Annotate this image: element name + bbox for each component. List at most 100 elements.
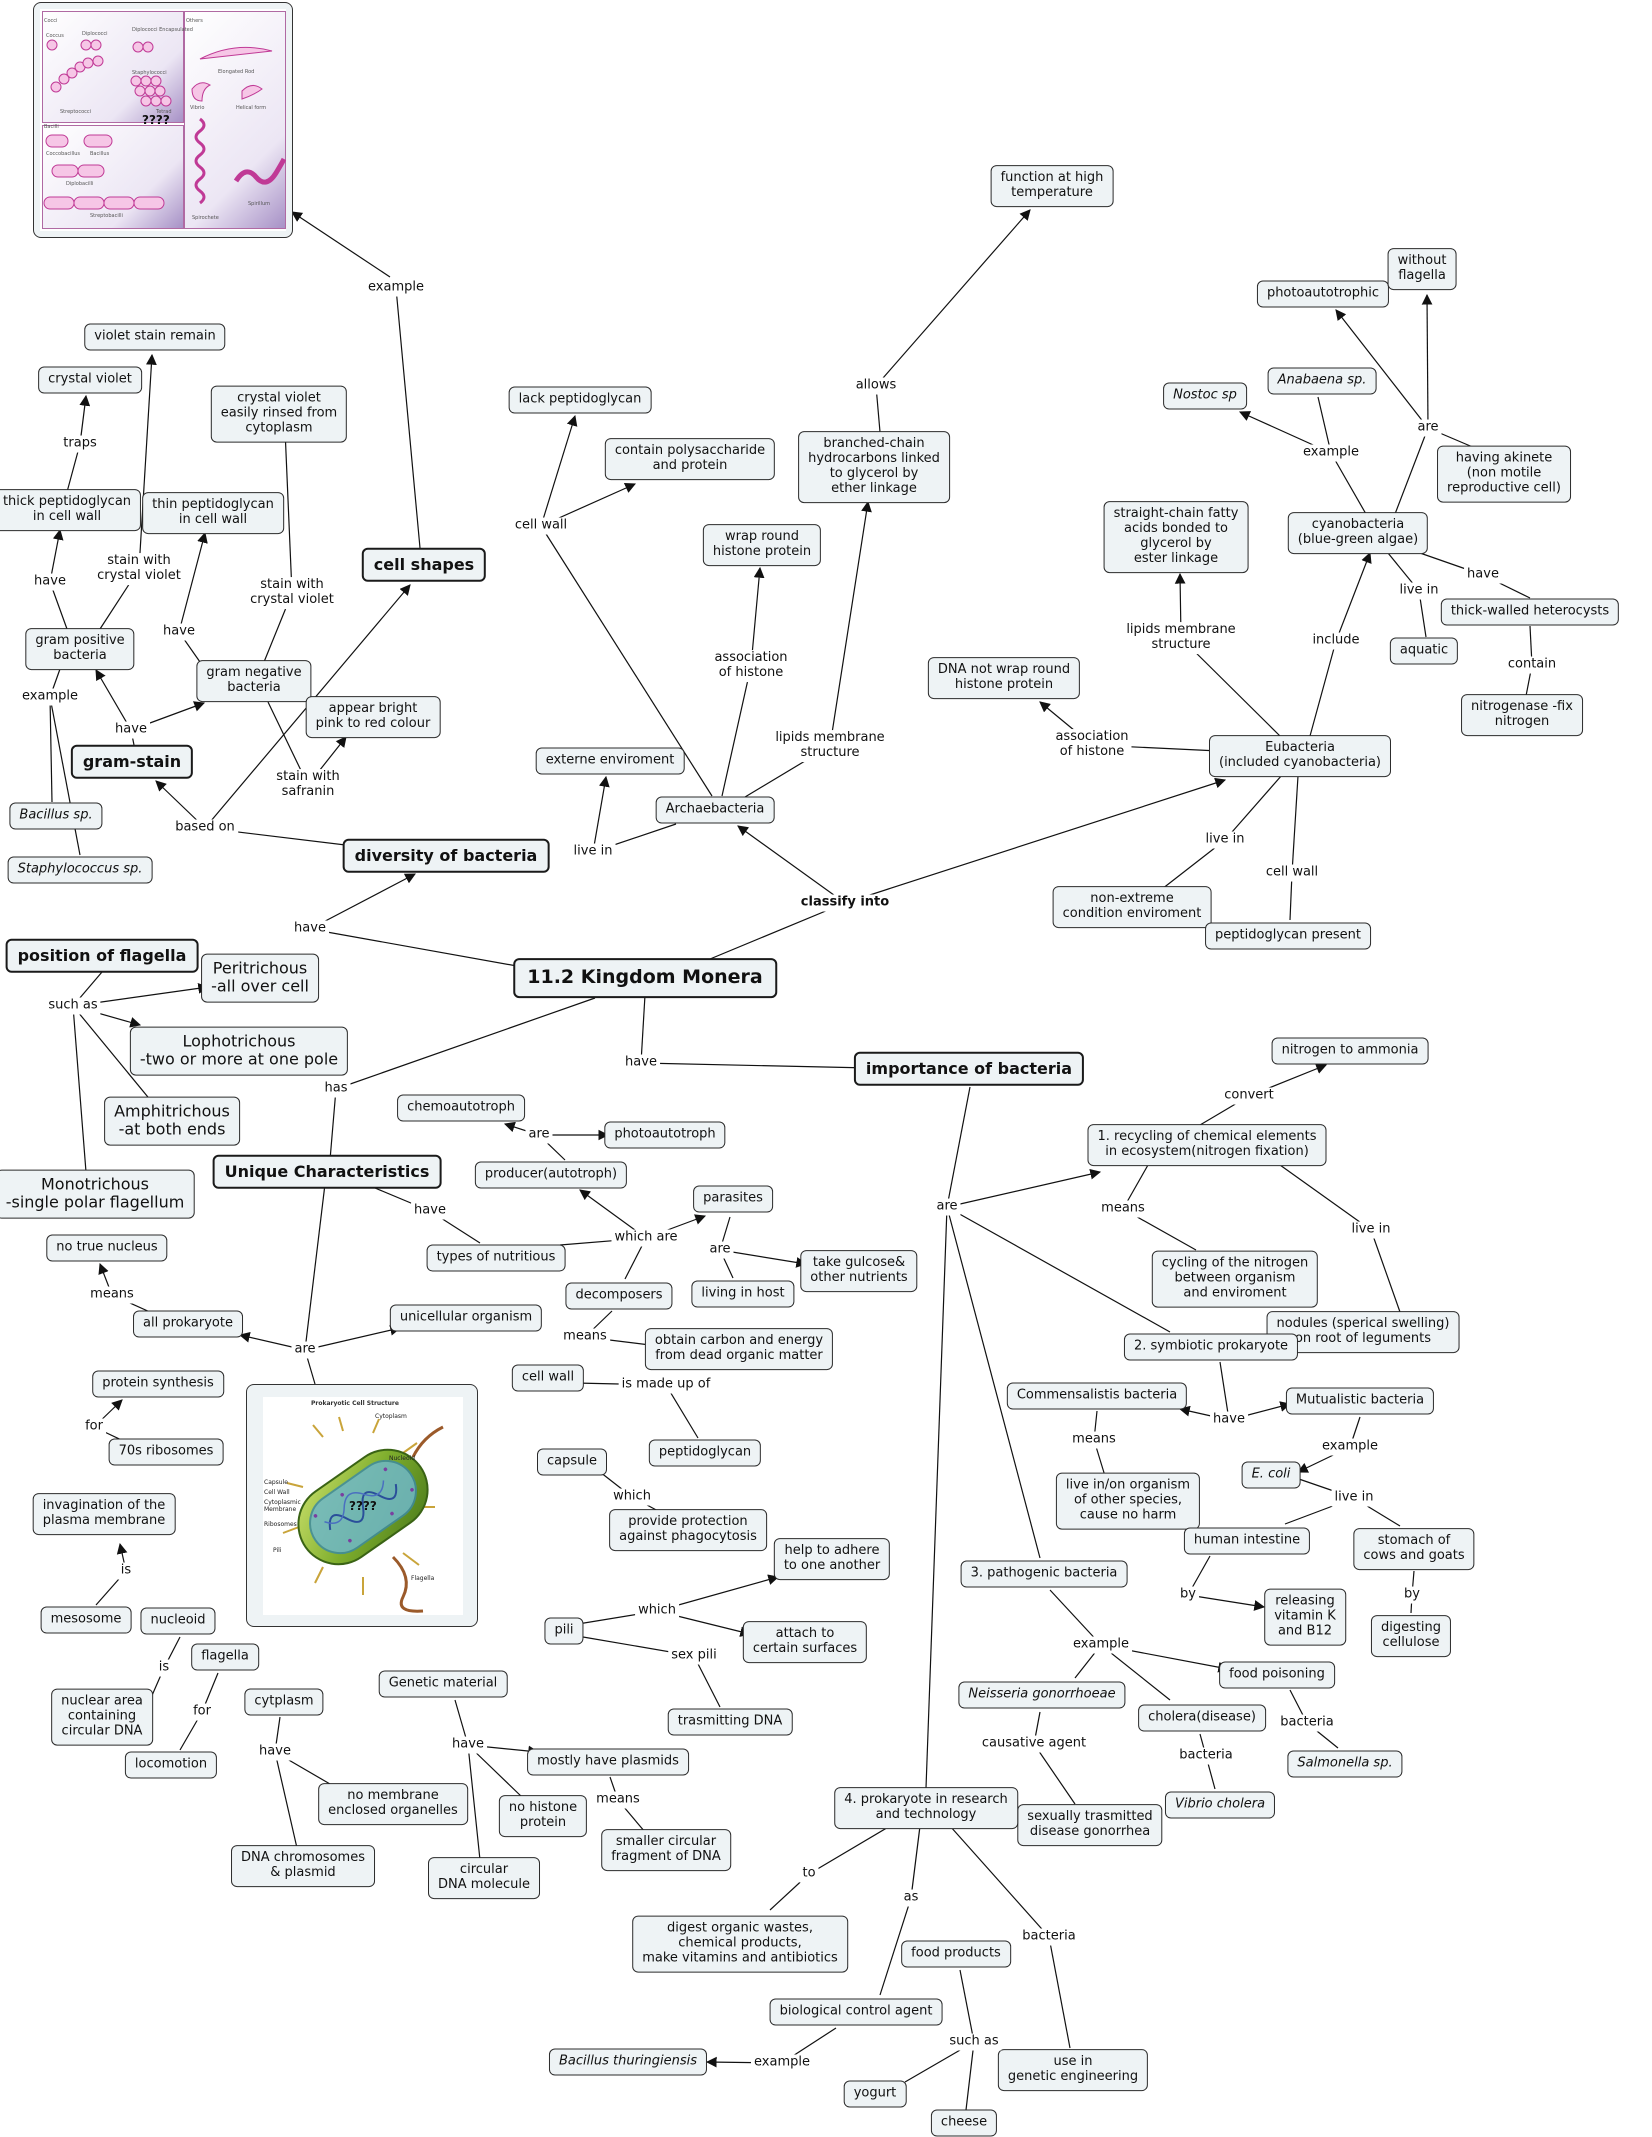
node-protection[interactable]: provide protection against phagocytosis [609,1509,767,1551]
node-dna-chrom[interactable]: DNA chromosomes & plasmid [231,1845,375,1887]
node-circular-dna[interactable]: circular DNA molecule [428,1857,540,1899]
node-anabaena[interactable]: Anabaena sp. [1267,367,1377,395]
node-bio-control[interactable]: biological control agent [769,1998,943,2026]
node-cell-shapes[interactable]: cell shapes [361,547,487,583]
node-pili[interactable]: pili [544,1617,584,1645]
node-wrap-histone[interactable]: wrap round histone protein [702,524,822,566]
node-vitamin[interactable]: releasing vitamin K and B12 [1264,1588,1346,1646]
node-gram-stain[interactable]: gram-stain [70,744,194,780]
node-nitrogen-ammonia[interactable]: nitrogen to ammonia [1271,1037,1429,1065]
node-heterocysts[interactable]: thick-walled heterocysts [1440,598,1620,626]
node-vibrio[interactable]: Vibrio cholera [1164,1791,1276,1819]
node-take-glucose[interactable]: take gulcose& other nutrients [800,1250,918,1292]
node-cell-wall[interactable]: cell wall [511,1364,585,1392]
node-salmonella[interactable]: Salmonella sp. [1287,1750,1403,1778]
node-pg-present[interactable]: peptidoglycan present [1205,922,1371,950]
node-ribosomes[interactable]: 70s ribosomes [108,1438,224,1466]
node-pink-red[interactable]: appear bright pink to red colour [305,696,441,738]
node-thin-pg[interactable]: thin peptidoglycan in cell wall [142,492,284,534]
node-capsule[interactable]: capsule [537,1448,607,1476]
node-digesting[interactable]: digesting cellulose [1370,1615,1452,1657]
node-protein-synthesis[interactable]: protein synthesis [92,1370,224,1398]
node-peritrichous[interactable]: Peritrichous -all over cell [201,953,319,1003]
node-nostoc[interactable]: Nostoc sp [1163,382,1247,410]
node-no-nucleus[interactable]: no true nucleus [46,1234,168,1262]
node-photoautotroph[interactable]: photoautotroph [604,1121,726,1149]
node-high-temp[interactable]: function at high temperature [990,165,1114,207]
node-thick-pg[interactable]: thick peptidoglycan in cell wall [0,489,142,531]
node-commensalistic[interactable]: Commensalistis bacteria [1006,1382,1188,1410]
node-photoautotrophic[interactable]: photoautotrophic [1256,280,1390,308]
node-food-products[interactable]: food products [901,1940,1011,1968]
node-cycling[interactable]: cycling of the nitrogen between organism… [1151,1250,1319,1308]
node-symbiotic[interactable]: 2. symbiotic prokaryote [1123,1333,1299,1361]
node-bacillus-sp[interactable]: Bacillus sp. [9,802,103,830]
node-decomposers[interactable]: decomposers [565,1282,673,1310]
node-mesosome[interactable]: mesosome [40,1606,132,1634]
node-parasites[interactable]: parasites [693,1185,773,1213]
node-lophotrichous[interactable]: Lophotrichous -two or more at one pole [129,1026,349,1076]
node-stomach[interactable]: stomach of cows and goats [1353,1528,1475,1570]
node-all-prokaryote[interactable]: all prokaryote [133,1310,243,1338]
node-position-flagella[interactable]: position of flagella [5,938,199,974]
node-pathogenic[interactable]: 3. pathogenic bacteria [960,1560,1128,1588]
node-types-nutrition[interactable]: types of nutritious [426,1244,566,1272]
node-genetic[interactable]: Genetic material [378,1670,508,1698]
node-gram-pos[interactable]: gram positive bacteria [25,628,135,670]
node-locomotion[interactable]: locomotion [124,1751,218,1779]
node-aquatic[interactable]: aquatic [1389,637,1459,665]
node-crystal-violet[interactable]: crystal violet [38,366,142,394]
node-cyanobacteria[interactable]: cyanobacteria (blue-green algae) [1287,512,1429,554]
node-food-poisoning[interactable]: food poisoning [1219,1661,1335,1689]
node-without-flagella[interactable]: without flagella [1387,248,1457,290]
node-nodules[interactable]: nodules (sperical swelling) on root of l… [1266,1311,1460,1353]
node-diversity[interactable]: diversity of bacteria [342,838,550,874]
node-violet-remain[interactable]: violet stain remain [84,323,226,351]
node-unicellular[interactable]: unicellular organism [389,1304,543,1332]
node-live-inon[interactable]: live in/on organism of other species, ca… [1055,1472,1201,1530]
node-unique[interactable]: Unique Characteristics [212,1154,442,1190]
node-plasmids[interactable]: mostly have plasmids [527,1748,689,1776]
node-producer[interactable]: producer(autotroph) [474,1161,628,1189]
node-extreme-env[interactable]: externe enviroment [535,747,685,775]
node-branched-chain[interactable]: branched-chain hydrocarbons linked to gl… [798,431,950,503]
node-amphitrichous[interactable]: Amphitrichous -at both ends [104,1096,240,1146]
node-nuclear-area[interactable]: nuclear area containing circular DNA [51,1688,153,1746]
node-flagella[interactable]: flagella [191,1643,259,1671]
node-monotrichous[interactable]: Monotrichous -single polar flagellum [0,1169,195,1219]
node-research[interactable]: 4. prokaryote in research and technology [834,1787,1018,1829]
node-obtain-carbon[interactable]: obtain carbon and energy from dead organ… [644,1328,834,1370]
node-archaebacteria[interactable]: Archaebacteria [655,796,775,824]
node-non-extreme[interactable]: non-extreme condition enviroment [1052,886,1212,928]
node-cheese[interactable]: cheese [930,2109,998,2137]
node-bacillus-thur[interactable]: Bacillus thuringiensis [548,2048,708,2076]
node-nitrogenase[interactable]: nitrogenase -fix nitrogen [1461,694,1583,736]
node-importance[interactable]: importance of bacteria [853,1051,1085,1087]
node-genetic-eng[interactable]: use in genetic engineering [997,2049,1149,2091]
node-root[interactable]: 11.2 Kingdom Monera [513,958,777,998]
node-chemoautotroph[interactable]: chemoautotroph [397,1094,525,1122]
node-invagination[interactable]: invagination of the plasma membrane [32,1493,176,1535]
node-lack-pg[interactable]: lack peptidoglycan [508,386,652,414]
node-nucleoid[interactable]: nucleoid [140,1607,216,1635]
node-neisseria[interactable]: Neisseria gonorrhoeae [958,1681,1126,1709]
node-polysaccharide[interactable]: contain polysaccharide and protein [604,438,776,480]
node-yogurt[interactable]: yogurt [843,2080,907,2108]
node-smaller-circular[interactable]: smaller circular fragment of DNA [601,1829,731,1871]
node-adhere[interactable]: help to adhere to one another [773,1538,891,1580]
node-straight-chain[interactable]: straight-chain fatty acids bonded to gly… [1103,501,1249,573]
node-human-intestine[interactable]: human intestine [1183,1527,1311,1555]
node-transmit-dna[interactable]: trasmitting DNA [667,1708,793,1736]
node-mutualistic[interactable]: Mutualistic bacteria [1285,1387,1435,1415]
node-cholera[interactable]: cholera(disease) [1138,1704,1266,1732]
node-akinete[interactable]: having akinete (non motile reproductive … [1437,445,1571,503]
node-no-membrane[interactable]: no membrane enclosed organelles [318,1783,468,1825]
node-ecoli[interactable]: E. coli [1241,1461,1301,1489]
node-cv-rinsed[interactable]: crystal violet easily rinsed from cytopl… [210,385,348,443]
node-gram-neg[interactable]: gram negative bacteria [196,660,312,702]
node-attach[interactable]: attach to certain surfaces [742,1621,868,1663]
node-staph-sp[interactable]: Staphylococcus sp. [7,856,153,884]
node-living-host[interactable]: living in host [691,1280,795,1308]
node-cytoplasm[interactable]: cytplasm [244,1688,324,1716]
node-recycling[interactable]: 1. recycling of chemical elements in eco… [1087,1124,1327,1166]
